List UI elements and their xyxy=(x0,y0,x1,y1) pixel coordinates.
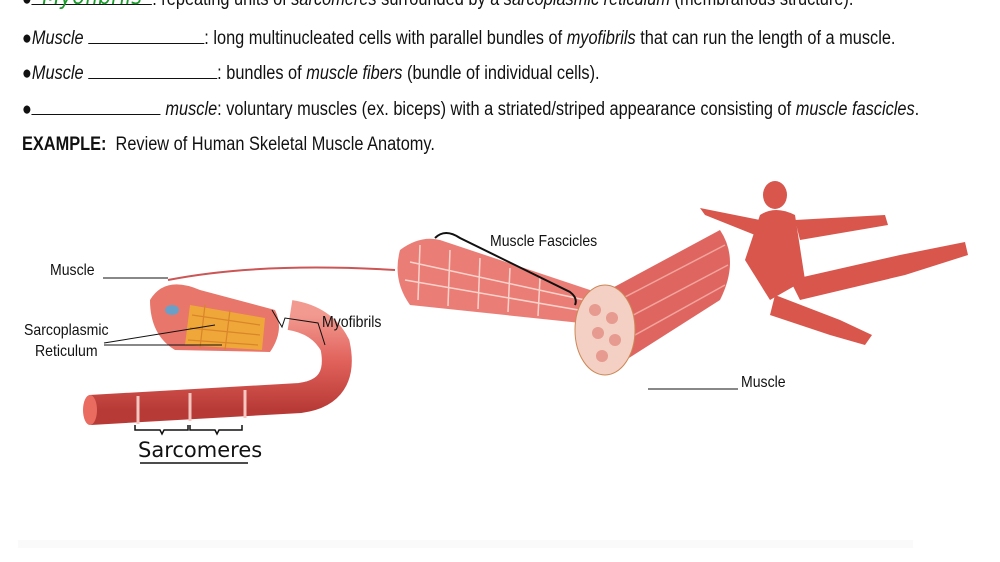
fascicle-bracket xyxy=(434,232,577,306)
handwritten-answer: Myofibrils xyxy=(42,0,142,10)
sarcomere-braces xyxy=(134,425,243,436)
text: : bundles of xyxy=(217,63,307,84)
text: Muscle xyxy=(31,63,84,84)
example-text: Review of Human Skeletal Muscle Anatomy. xyxy=(115,134,435,155)
text: myofibrils xyxy=(566,28,636,49)
muscle-cross-section xyxy=(574,284,636,376)
fill-blank xyxy=(88,27,205,44)
text: sarcomeres xyxy=(291,0,376,10)
text: : repeating units of xyxy=(152,0,291,10)
fill-blank xyxy=(88,62,218,79)
label-muscle-fiber: Muscle xyxy=(50,262,95,279)
example-label: EXAMPLE: xyxy=(22,134,107,155)
example-heading: EXAMPLE: Review of Human Skeletal Muscle… xyxy=(22,134,435,156)
text: muscle xyxy=(165,99,218,120)
label-sarcoplasmic: Sarcoplasmic xyxy=(24,322,109,339)
human-muscle-figure xyxy=(700,181,968,345)
tube-end xyxy=(83,395,97,425)
text: : voluntary muscles (ex. biceps) with a … xyxy=(217,99,796,120)
text: muscle fibers xyxy=(306,63,403,84)
handwritten-sarcomeres: Sarcomeres xyxy=(138,438,263,462)
text: (membranous structure). xyxy=(670,0,853,10)
bullet-muscle-fascicle: ●Muscle : bundles of muscle fibers (bund… xyxy=(22,62,600,85)
bullet: ● xyxy=(22,0,32,10)
myofibril-tube xyxy=(89,300,352,425)
text: . xyxy=(914,99,920,120)
bullet-myofibrils: ● Myofibrils : repeating units of sarcomer… xyxy=(22,0,853,11)
nucleus xyxy=(165,305,179,315)
label-myofibrils: Myofibrils xyxy=(322,314,382,331)
fill-blank: Myofibrils xyxy=(31,0,153,10)
page-bottom xyxy=(18,540,913,548)
fill-blank xyxy=(31,98,161,115)
text: Muscle xyxy=(31,28,84,49)
text: that can run the length of a muscle. xyxy=(635,28,896,49)
bullet: ● xyxy=(22,63,32,84)
label-skeletal-muscle: Muscle xyxy=(741,374,786,391)
sarcomere-bands xyxy=(136,390,247,424)
bullet-skeletal-muscle: ● muscle: voluntary muscles (ex. biceps)… xyxy=(22,98,919,121)
label-reticulum: Reticulum xyxy=(35,343,98,360)
connector-line xyxy=(167,266,396,281)
text: muscle fascicles xyxy=(795,99,915,120)
text: sarcoplasmic reticulum xyxy=(504,0,670,10)
leader-myofibrils xyxy=(271,309,326,346)
text: surrounded by a xyxy=(377,0,504,10)
label-muscle-fascicles: Muscle Fascicles xyxy=(490,233,598,250)
text: : long multinucleated cells with paralle… xyxy=(204,28,567,49)
bullet: ● xyxy=(22,99,32,120)
bullet-muscle-fiber: ●Muscle : long multinucleated cells with… xyxy=(22,27,895,50)
bullet: ● xyxy=(22,28,32,49)
sarcoplasmic-reticulum xyxy=(185,305,265,350)
text: (bundle of individual cells). xyxy=(402,63,600,84)
leader-reticulum xyxy=(103,324,222,346)
